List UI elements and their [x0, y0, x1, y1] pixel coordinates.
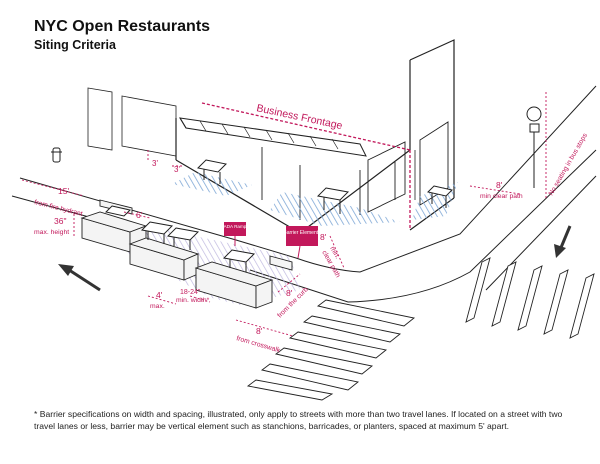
dim-8-crosswalk: 8' [256, 326, 263, 336]
bus-stop-note: No seating in bus stops [548, 132, 590, 197]
ada-ramp-label: ADA Ramp [224, 224, 247, 229]
min-clear-path-right: min clear path [480, 193, 523, 200]
dim-6: 6' [136, 210, 143, 220]
seating-zone-left [172, 172, 252, 196]
dim-8-curb: 8' [286, 288, 293, 298]
max-height-value: 36" [54, 216, 66, 226]
dim-8-clear: 8' [320, 232, 327, 242]
width-range: 18-24" [180, 289, 201, 296]
max-label: max. [150, 303, 165, 310]
dim-8-right: 8' [496, 180, 503, 190]
barrier-elements-label: Barrier Elements [283, 230, 321, 236]
crosswalk-right [466, 258, 594, 338]
footnote: * Barrier specifications on width and sp… [34, 409, 579, 432]
from-crosswalk-label: from crosswalk [235, 335, 281, 354]
barrier-elements-tag: Barrier Elements [283, 226, 321, 258]
max-height-label: max. height [34, 229, 69, 236]
fire-hydrant-dist: 15' [58, 186, 69, 196]
fire-hydrant-icon [51, 148, 62, 162]
dim-4: 4' [156, 290, 163, 300]
dim-3a: 3' [152, 159, 158, 168]
min-width-label: min. width* [176, 297, 210, 304]
business-frontage-label: Business Frontage [255, 102, 343, 132]
dim-3b: 3' [174, 165, 180, 174]
arrow-left-icon [58, 264, 100, 290]
arrow-down-icon [554, 226, 570, 258]
